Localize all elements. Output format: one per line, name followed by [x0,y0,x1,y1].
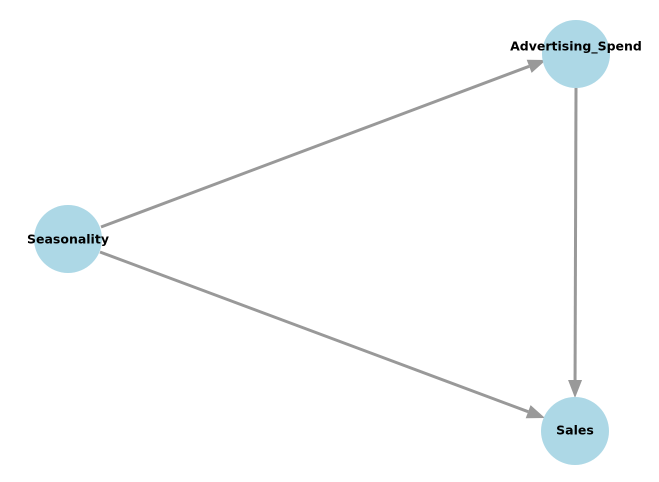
edge-seasonality-to-sales [99,250,545,419]
node-advertising_spend[interactable]: Advertising_Spend [510,20,642,88]
edge-line [99,250,529,414]
node-label: Sales [556,423,594,438]
arrowhead-icon [526,59,546,73]
edge-advertising_spend-to-sales [568,87,583,398]
node-circle[interactable] [34,205,102,273]
node-circle[interactable] [542,20,610,88]
edges-layer [99,59,583,419]
arrowhead-icon [525,405,545,419]
node-label: Advertising_Spend [510,39,642,55]
node-circle[interactable] [541,397,609,465]
arrowhead-icon [568,379,583,398]
edge-line [100,64,530,229]
node-seasonality[interactable]: Seasonality [27,205,109,273]
edge-line [573,87,578,381]
edge-seasonality-to-advertising_spend [100,59,546,229]
node-sales[interactable]: Sales [541,397,609,465]
node-label: Seasonality [27,232,109,247]
